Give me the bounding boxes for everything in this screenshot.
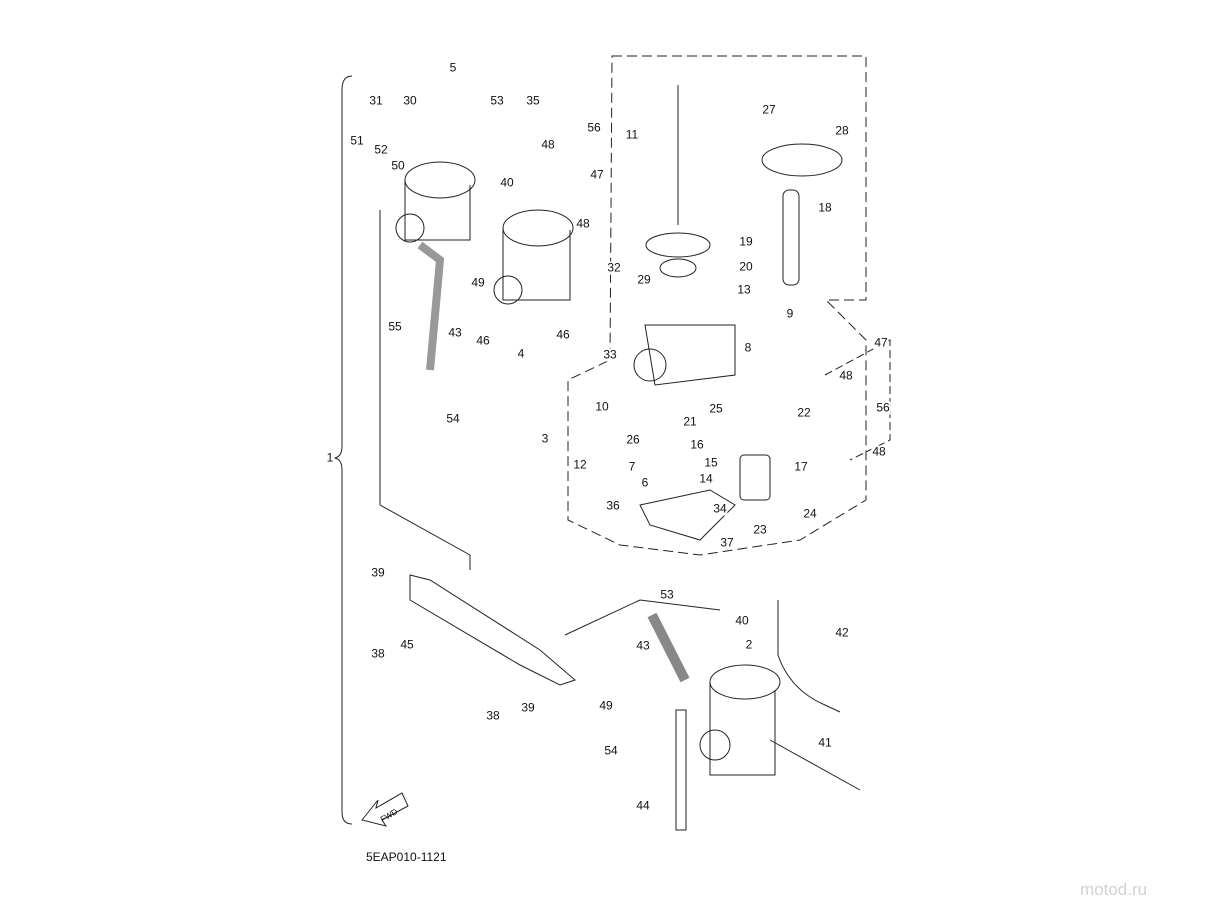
callout-17: 17: [793, 459, 809, 474]
carburetor-4: [647, 600, 861, 831]
callout-33: 33: [602, 347, 618, 362]
callout-39: 39: [520, 700, 536, 715]
callout-38: 38: [370, 646, 386, 661]
callout-30: 30: [402, 93, 418, 108]
callout-43: 43: [447, 325, 463, 340]
callout-49: 49: [598, 698, 614, 713]
callout-4: 4: [516, 346, 526, 361]
callout-14: 14: [698, 471, 714, 486]
callout-48: 48: [838, 368, 854, 383]
callout-7: 7: [627, 459, 637, 474]
callout-55: 55: [387, 319, 403, 334]
callout-46: 46: [475, 333, 491, 348]
callout-19: 19: [738, 234, 754, 249]
callout-32: 32: [606, 260, 622, 275]
callout-15: 15: [703, 455, 719, 470]
mounting-plate: [409, 574, 576, 686]
callout-38: 38: [485, 708, 501, 723]
callout-21: 21: [682, 414, 698, 429]
callout-56: 56: [586, 120, 602, 135]
callout-47: 47: [589, 167, 605, 182]
callout-20: 20: [738, 259, 754, 274]
callout-22: 22: [796, 405, 812, 420]
callout-48: 48: [540, 137, 556, 152]
callout-53: 53: [659, 587, 675, 602]
callout-1: 1: [325, 450, 335, 465]
callout-39: 39: [370, 565, 386, 580]
callout-37: 37: [719, 535, 735, 550]
callout-48: 48: [575, 216, 591, 231]
callout-43: 43: [635, 638, 651, 653]
callout-35: 35: [525, 93, 541, 108]
callout-28: 28: [834, 123, 850, 138]
callout-18: 18: [817, 200, 833, 215]
callout-49: 49: [470, 275, 486, 290]
callout-16: 16: [689, 437, 705, 452]
callout-42: 42: [834, 625, 850, 640]
callout-54: 54: [445, 411, 461, 426]
callout-51: 51: [349, 133, 365, 148]
callout-47: 47: [873, 335, 889, 350]
callout-50: 50: [390, 158, 406, 173]
carburetor-2: [493, 209, 574, 305]
callout-3: 3: [540, 431, 550, 446]
callout-36: 36: [605, 498, 621, 513]
callout-40: 40: [499, 175, 515, 190]
callout-29: 29: [636, 272, 652, 287]
carb-group-outline: [567, 55, 867, 556]
callout-6: 6: [640, 475, 650, 490]
assembly-bracket: [332, 75, 353, 825]
callout-24: 24: [802, 506, 818, 521]
callout-9: 9: [785, 306, 795, 321]
callout-13: 13: [736, 282, 752, 297]
callout-56: 56: [875, 400, 891, 415]
callout-44: 44: [635, 798, 651, 813]
hose: [417, 241, 445, 371]
callout-41: 41: [817, 735, 833, 750]
callout-11: 11: [624, 127, 640, 142]
guide-line: [564, 599, 721, 636]
callout-40: 40: [734, 613, 750, 628]
callout-31: 31: [368, 93, 384, 108]
fuel-line-outline: [824, 339, 891, 461]
callout-46: 46: [555, 327, 571, 342]
diagram-code: 5EAP010-1121: [366, 850, 447, 864]
callout-12: 12: [572, 457, 588, 472]
callout-26: 26: [625, 432, 641, 447]
callout-52: 52: [373, 142, 389, 157]
callout-53: 53: [489, 93, 505, 108]
callout-10: 10: [594, 399, 610, 414]
guide-line: [379, 210, 471, 570]
carburetor-3: [633, 85, 843, 541]
callout-34: 34: [712, 501, 728, 516]
callout-25: 25: [708, 401, 724, 416]
callout-5: 5: [448, 60, 458, 75]
callout-2: 2: [744, 637, 754, 652]
callout-23: 23: [752, 522, 768, 537]
callout-27: 27: [761, 102, 777, 117]
callout-8: 8: [743, 340, 753, 355]
fwd-arrow-icon: [361, 792, 409, 827]
callout-45: 45: [399, 637, 415, 652]
callout-54: 54: [603, 743, 619, 758]
carburetor-1: [395, 161, 476, 243]
callout-48: 48: [871, 444, 887, 459]
